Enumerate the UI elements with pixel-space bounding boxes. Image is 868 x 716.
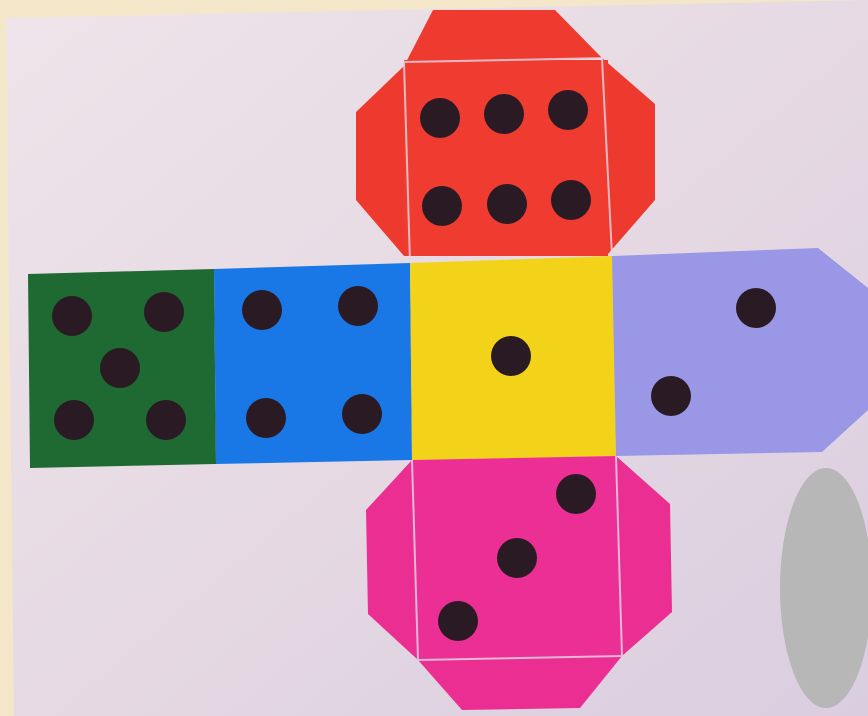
pip (651, 376, 691, 416)
pip (146, 400, 186, 440)
pip (246, 398, 286, 438)
face-lavender (612, 248, 868, 456)
pip (556, 474, 596, 514)
pip (487, 184, 527, 224)
face-green (28, 269, 216, 468)
pip (491, 336, 531, 376)
lavender-face-shape (612, 248, 868, 456)
pip (242, 290, 282, 330)
pip (52, 296, 92, 336)
pip (100, 348, 140, 388)
finger-occlusion (780, 468, 868, 708)
pip (551, 180, 591, 220)
pip (54, 400, 94, 440)
red-face-square (404, 60, 608, 256)
pip (338, 286, 378, 326)
pip (497, 538, 537, 578)
face-yellow (410, 256, 616, 460)
pip (484, 94, 524, 134)
blue-face-square (214, 263, 412, 464)
pip (422, 186, 462, 226)
pip (420, 98, 460, 138)
pip (736, 288, 776, 328)
pip (144, 292, 184, 332)
pip (548, 90, 588, 130)
face-blue (214, 263, 412, 464)
pip (342, 394, 382, 434)
pip (438, 601, 478, 641)
